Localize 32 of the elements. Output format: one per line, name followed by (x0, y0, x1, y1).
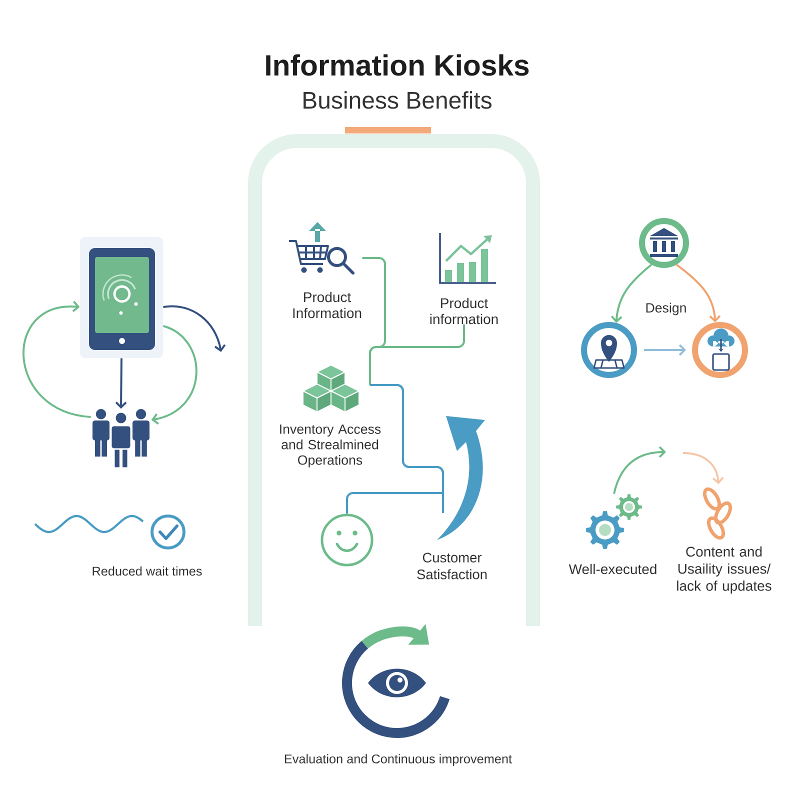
map-pin-icon (581, 322, 637, 378)
arrow (682, 452, 724, 484)
smiley-icon (320, 514, 374, 566)
caption: Evaluation and Continuous improvement (284, 754, 512, 766)
caption: Inventory Access and Strealmined Operations (280, 424, 381, 468)
arrow (151, 325, 198, 425)
connector-line (369, 324, 465, 513)
connector-line (346, 492, 443, 514)
arrow (613, 446, 666, 494)
rounded-panel (248, 134, 540, 626)
node-label: Content and Usaility issues/ lack of updates (677, 546, 772, 594)
caption: Design (646, 302, 686, 316)
node-label: Well-executed (568, 564, 656, 574)
subtitle: Business Benefits (304, 91, 492, 109)
arrow (22, 300, 91, 418)
arrow (644, 344, 686, 356)
bank-icon (639, 218, 689, 268)
cart-search-icon (288, 222, 354, 274)
cloud-tablet-icon (692, 322, 748, 378)
arrow (163, 305, 226, 352)
people-icon (92, 409, 150, 469)
node-label: Product Information (293, 292, 362, 318)
tablet-icon (80, 237, 163, 358)
gears-icon (586, 494, 642, 549)
arrow (610, 264, 652, 323)
node-label: Product information (430, 298, 498, 324)
caption: Customer Satisfaction (417, 552, 487, 580)
arrow (676, 264, 721, 322)
chain-icon (702, 487, 732, 540)
caption: Reduced wait times (92, 566, 202, 576)
arrow (115, 358, 127, 409)
title: Information Kiosks (266, 54, 529, 76)
